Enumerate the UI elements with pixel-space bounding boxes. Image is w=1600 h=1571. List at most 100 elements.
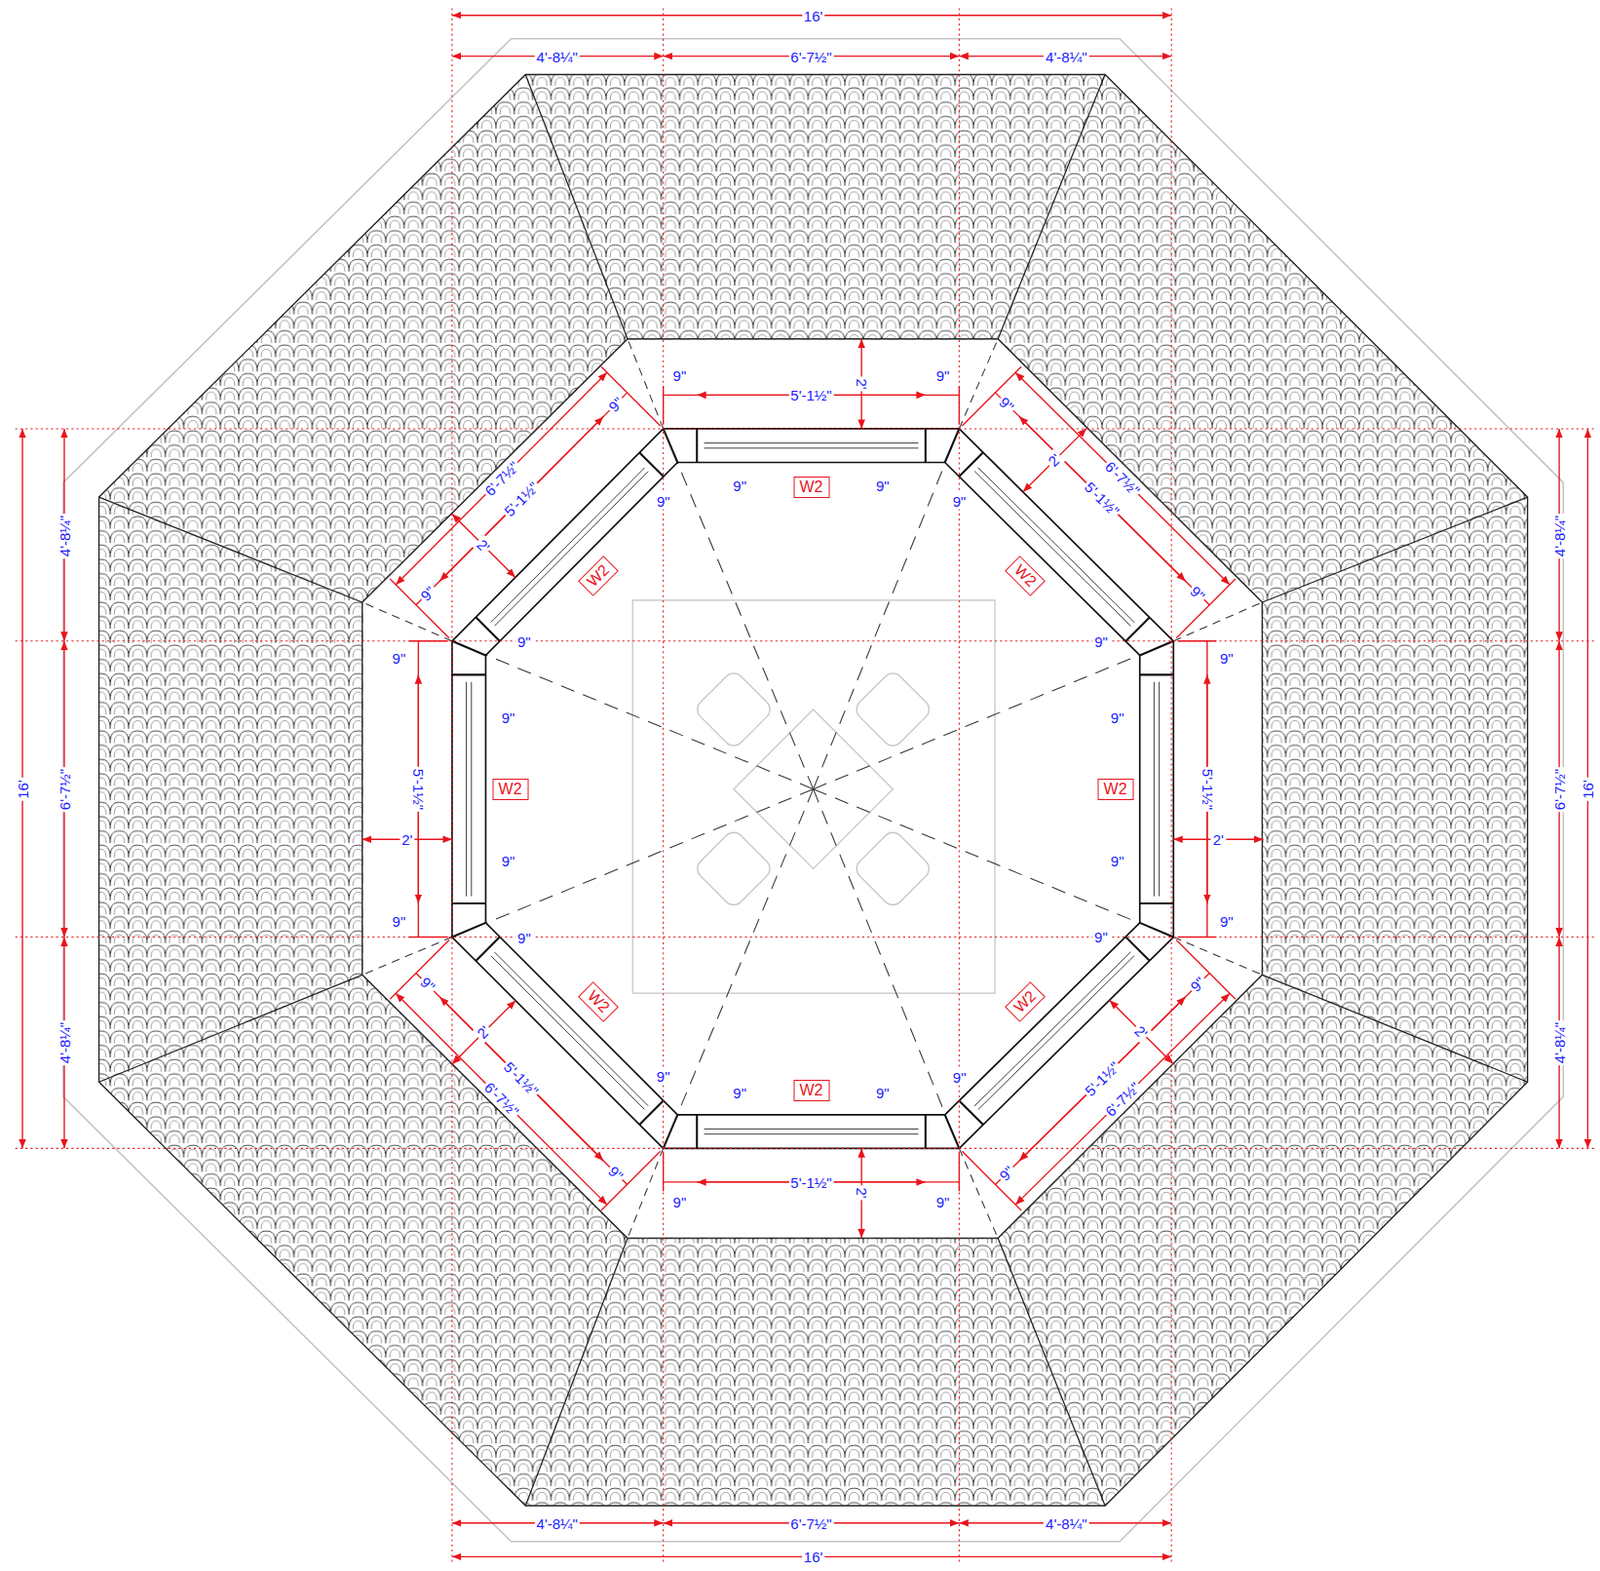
window-tag-text: W2 bbox=[1011, 561, 1040, 590]
corner-post bbox=[924, 428, 927, 463]
window-glass bbox=[974, 470, 1131, 626]
dimension-line bbox=[1171, 7, 1173, 1562]
dimension-label: 9" bbox=[1218, 648, 1236, 666]
window-glass bbox=[491, 955, 646, 1110]
window-glass bbox=[704, 1133, 919, 1135]
corner-post bbox=[1125, 936, 1149, 960]
hip-line bbox=[997, 74, 1105, 339]
center-line bbox=[452, 641, 814, 790]
dimension-label: 9" bbox=[1092, 928, 1110, 946]
dimension-label: 9" bbox=[1108, 851, 1127, 869]
corner-post bbox=[695, 428, 698, 463]
dimension-label: 9" bbox=[654, 493, 673, 510]
dimension-label: 9" bbox=[515, 928, 534, 946]
dimension-label: 9" bbox=[1092, 632, 1110, 649]
dimension-line bbox=[389, 940, 450, 1000]
dimension-label: 6'-7½" bbox=[788, 47, 834, 65]
corner-post bbox=[695, 1114, 698, 1149]
chair bbox=[692, 828, 774, 910]
dimension-label: 16' bbox=[14, 777, 32, 801]
window-glass bbox=[470, 682, 472, 897]
dimension-line bbox=[662, 7, 664, 1562]
dimension-label: 9" bbox=[730, 476, 749, 494]
dimension-label: 4'-8¼" bbox=[1551, 513, 1568, 559]
dimension-label: 16' bbox=[801, 1548, 826, 1565]
window-tag-text: W2 bbox=[1010, 987, 1039, 1016]
dimension-line bbox=[15, 936, 1595, 938]
window-glass bbox=[704, 447, 919, 449]
dimension-line bbox=[451, 7, 453, 1562]
hip-line bbox=[997, 1238, 1105, 1506]
corner-post bbox=[663, 428, 679, 463]
dimension-label: 4'-8¼" bbox=[534, 1514, 580, 1531]
dimension-label: 9" bbox=[730, 1083, 749, 1101]
corner-post bbox=[1140, 902, 1175, 905]
center-line bbox=[813, 789, 960, 1149]
center-line bbox=[663, 428, 814, 790]
roof-tiles bbox=[99, 74, 1528, 1506]
dimension-label: 6'-7½" bbox=[788, 1514, 834, 1531]
dimension-line bbox=[416, 973, 628, 1185]
window-tag-text: W2 bbox=[584, 561, 613, 590]
dimension-label: 5'-1½" bbox=[1198, 765, 1216, 811]
window-tag: W2 bbox=[1004, 555, 1046, 597]
window-glass bbox=[495, 471, 649, 626]
dimension-line bbox=[395, 372, 608, 585]
dimension-line bbox=[662, 1152, 664, 1192]
dimension-label: 4'-8¼" bbox=[1043, 1514, 1089, 1531]
center-line bbox=[452, 789, 814, 938]
center-line bbox=[663, 789, 814, 1149]
corner-post bbox=[1140, 673, 1175, 676]
dimension-label: 9" bbox=[1108, 709, 1127, 726]
corner-post bbox=[1125, 616, 1149, 641]
corner-post bbox=[1140, 922, 1175, 938]
hole-line bbox=[958, 339, 998, 429]
dimension-line bbox=[409, 936, 449, 938]
window-glass bbox=[1153, 682, 1155, 897]
window-tag: W2 bbox=[1004, 981, 1046, 1023]
hole-line bbox=[1173, 602, 1262, 642]
hip-line bbox=[1261, 974, 1527, 1082]
dimension-label: 9" bbox=[951, 492, 969, 509]
corner-post bbox=[452, 673, 487, 676]
dimension-label: 16' bbox=[801, 6, 826, 24]
window-tag: W2 bbox=[492, 778, 529, 800]
dimension-label: 4'-8¼" bbox=[55, 1020, 73, 1066]
window-glass bbox=[704, 442, 919, 444]
window-glass bbox=[974, 952, 1131, 1106]
dimension-line bbox=[1023, 428, 1087, 493]
dimension-label: 9" bbox=[934, 367, 953, 384]
corner-post bbox=[945, 428, 960, 463]
hole-line bbox=[1173, 937, 1262, 976]
dimension-label: 9" bbox=[1218, 912, 1236, 929]
corner-post bbox=[475, 616, 499, 641]
window-tag-text: W2 bbox=[800, 478, 824, 496]
dimension-line bbox=[452, 1000, 516, 1065]
window-tag: W2 bbox=[1097, 778, 1134, 800]
corner-post bbox=[452, 641, 487, 656]
window-glass bbox=[491, 467, 646, 622]
window-tag-text: W2 bbox=[584, 987, 613, 1016]
hole-line bbox=[958, 1147, 998, 1238]
dimension-line bbox=[994, 973, 1210, 1185]
dimension-label: 6'-7½" bbox=[55, 765, 73, 811]
dimension-line bbox=[601, 366, 661, 426]
dimension-line bbox=[601, 1150, 661, 1211]
dimension-label: 9" bbox=[390, 648, 409, 666]
dimension-label: 4'-8¼" bbox=[1551, 1020, 1568, 1066]
hole-line bbox=[362, 602, 453, 642]
window-tag-text: W2 bbox=[498, 780, 523, 798]
dimension-label: 6'-7½" bbox=[1551, 765, 1568, 811]
window-tag: W2 bbox=[578, 555, 620, 597]
dimension-label: 9" bbox=[515, 632, 534, 649]
dimension-label: 9" bbox=[390, 912, 409, 929]
dimension-line bbox=[439, 416, 604, 581]
rug bbox=[632, 600, 995, 993]
dimension-line bbox=[1176, 940, 1236, 1000]
corner-post bbox=[663, 1114, 679, 1149]
corner-post bbox=[475, 937, 499, 961]
window-tag: W2 bbox=[793, 476, 830, 498]
dimension-label: 2' bbox=[853, 376, 871, 391]
dimension-line bbox=[1015, 992, 1230, 1205]
